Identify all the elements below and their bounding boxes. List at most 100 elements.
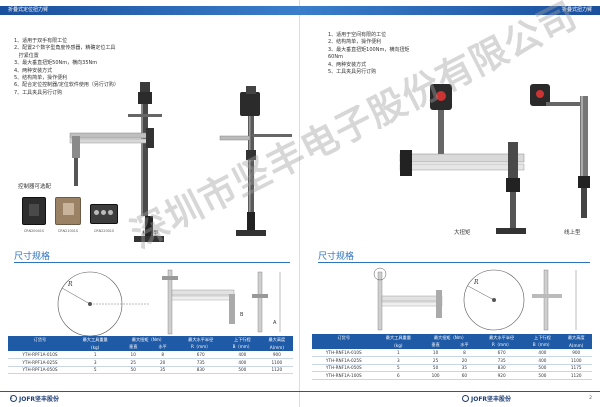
table-cell: 3 (375, 356, 422, 365)
controller-options-title: 控制器可选配 (18, 184, 52, 190)
left-feature-item: 3、最大垂直扭矩50Nm，横向35Nm (14, 60, 98, 67)
table-cell: YTH-RPF1A-025S (8, 358, 72, 367)
large-torque-arm-illustration (399, 84, 526, 234)
table-header-cell: B（mm） (223, 343, 261, 351)
table-row: YTH-RNF1A-100S 6 100 60 920 500 1120 (312, 371, 592, 380)
table-cell: 20 (147, 358, 178, 367)
table-cell: 500 (524, 364, 561, 372)
right-dimension-diagram: R (373, 267, 577, 331)
table-cell: 50 (118, 366, 148, 374)
table-header-cell: 最大工具重量 (375, 334, 422, 342)
right-feature-item: 1、适用于空间有限的工位 (328, 32, 387, 38)
left-footer-line (0, 391, 300, 392)
table-header-cell: 最大高度 (560, 334, 592, 342)
right-line-top-arm-illustration (530, 84, 590, 218)
left-page: 折叠式定位扭力臂 1、适用于双手有限工位 2、配置2个数字型角度传感器，精确定位… (0, 0, 300, 407)
table-header-cell: (kg) (375, 341, 422, 349)
controller-1-image (22, 197, 46, 225)
right-header-bar (300, 6, 600, 15)
right-feature-item: 60Nm (328, 54, 343, 61)
standard-type-caption: 标准型 (142, 231, 159, 237)
large-torque-caption: 大扭矩 (454, 230, 471, 236)
table-cell: 8 (450, 349, 479, 357)
controller-2-label: CRN21001S (57, 229, 79, 233)
table-cell: 400 (223, 358, 261, 367)
right-feature-item: 3、最大垂直扭矩100Nm，横向扭矩 (328, 46, 410, 53)
table-cell: YTH-RPF1A-050S (8, 366, 72, 374)
right-header-title: 折叠式扭力臂 (561, 7, 592, 13)
table-cell: 20 (450, 356, 479, 365)
table-cell: YTH-RNF1A-025S (312, 356, 376, 365)
table-cell: 10 (421, 349, 450, 357)
table-header-cell: 垂直 (118, 343, 148, 351)
right-logo-text: JOFR坚丰股份 (471, 396, 512, 403)
table-cell: 1175 (560, 364, 592, 372)
right-radius-label: R (473, 279, 479, 286)
right-page-number: 2 (589, 396, 592, 401)
table-header-cell: 最大水平半径 (177, 336, 224, 344)
table-cell: 1100 (260, 358, 293, 367)
right-size-spec-title: 尺寸规格 (318, 252, 355, 262)
table-cell: 1120 (560, 371, 592, 380)
table-cell: 1120 (260, 366, 293, 374)
controller-3-image (90, 204, 118, 224)
table-subheader-row: (kg) 垂直 水平 R（mm） B（mm） A(mm) (312, 341, 592, 349)
table-cell: 670 (478, 349, 525, 357)
table-cell: 100 (421, 371, 450, 380)
table-header-cell: B（mm） (524, 341, 561, 349)
left-logo: JOFR坚丰股份 (10, 394, 59, 403)
table-header-cell: R（mm） (478, 341, 525, 349)
table-header-cell: 最大扭矩（Nm） (118, 336, 178, 344)
table-cell: 1100 (560, 356, 592, 365)
table-header-cell: 最大扭矩（Nm） (421, 334, 479, 342)
table-cell: 5 (71, 366, 119, 374)
right-feature-list: 1、适用于空间有限的工位 2、结构简单，操作便利 3、最大垂直扭矩100Nm，横… (328, 32, 458, 76)
right-page: 折叠式扭力臂 1、适用于空间有限的工位 2、结构简单，操作便利 3、最大垂直扭矩… (300, 0, 600, 407)
table-header-cell (8, 343, 72, 351)
table-header-cell: R（mm） (177, 343, 224, 351)
left-page-number: 1 (10, 396, 13, 401)
table-cell: 50 (421, 364, 450, 372)
logo-icon (462, 395, 469, 402)
table-header-cell: (kg) (71, 343, 119, 351)
left-header-title: 折叠式定位扭力臂 (8, 7, 49, 13)
table-cell: 900 (560, 349, 592, 357)
table-row: YTH-RNF1A-010S 1 10 8 670 400 900 (312, 349, 592, 357)
table-cell: 670 (177, 351, 224, 359)
left-feature-item: 7、工具夹具另行订购 (14, 89, 63, 96)
table-header-cell: 订货号 (8, 336, 72, 344)
table-cell: 500 (524, 371, 561, 380)
right-header: 折叠式扭力臂 (300, 0, 600, 20)
left-feature-item: 1、适用于双手有限工位 (14, 38, 68, 44)
controller-3-knob (94, 210, 99, 215)
right-section-divider (318, 262, 590, 263)
controller-2-screen (63, 203, 74, 215)
standard-arm-illustration (69, 82, 164, 242)
logo-icon (10, 395, 17, 402)
left-size-spec-title: 尺寸规格 (14, 252, 51, 262)
table-cell: 5 (375, 364, 422, 372)
table-header-cell: 上下行程 (524, 334, 561, 342)
left-feature-list: 1、适用于双手有限工位 2、配置2个数字型角度传感器，精确定位工具 拧紧位置 3… (14, 38, 154, 97)
table-cell: 735 (177, 358, 224, 367)
table-row: YTH-RPF1A-010S 1 10 8 670 400 900 (8, 351, 293, 359)
controller-1-label: CRN20041S (23, 229, 45, 233)
table-header-cell (312, 341, 376, 349)
left-feature-item: 拧紧位置 (14, 52, 39, 59)
table-row: YTH-RPF1A-050S 5 50 35 830 500 1120 (8, 366, 293, 374)
left-header: 折叠式定位扭力臂 (0, 0, 300, 20)
table-header-cell: 垂直 (421, 341, 450, 349)
table-cell: YTH-RNF1A-100S (312, 371, 376, 380)
table-header-cell: 订货号 (312, 334, 376, 342)
right-feature-item: 5、工具夹具另行订购 (328, 69, 377, 76)
left-dimension-diagram: R A B (57, 269, 281, 337)
height-label: A (273, 320, 277, 326)
controller-2-image (55, 197, 81, 225)
radius-label: R (67, 281, 73, 288)
table-cell: 1 (71, 351, 119, 359)
right-logo: JOFR坚丰股份 (462, 394, 511, 403)
table-cell: 60 (450, 371, 479, 380)
table-header-row: 订货号 最大工具重量 最大扭矩（Nm） 最大水平半径 上下行程 最大高度 (312, 334, 592, 342)
table-header-cell: 最大工具重量 (71, 336, 119, 344)
right-footer-line (300, 391, 600, 392)
